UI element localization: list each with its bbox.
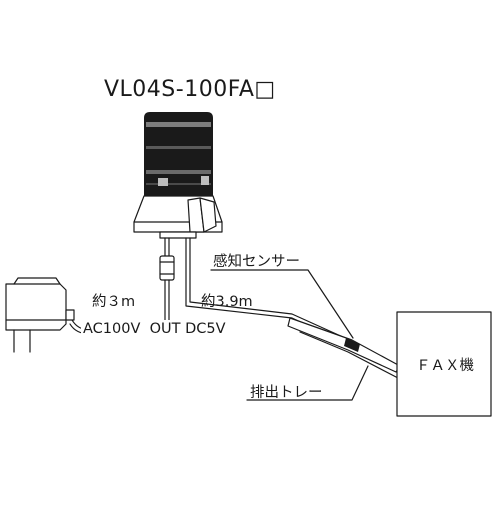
cable-connector (159, 255, 175, 281)
cable-right-length: 約3.9m (201, 293, 253, 310)
signal-light (133, 112, 223, 239)
fax-machine-box (396, 311, 492, 417)
sensor-and-tray (287, 317, 401, 379)
fax-label: ＦＡＸ機 (416, 357, 474, 374)
model-title: VL04S-100FA□ (104, 77, 276, 102)
cable-left-length: 約３m (92, 293, 135, 310)
callout-leaders (210, 269, 369, 401)
sensor-block (344, 338, 360, 352)
tray-label: 排出トレー (250, 384, 323, 401)
sensor-label: 感知センサー (213, 253, 300, 270)
ac-adapter (5, 277, 75, 353)
power-spec-mask (81, 320, 228, 338)
power-spec: AC100V OUT DC5V (83, 321, 226, 337)
